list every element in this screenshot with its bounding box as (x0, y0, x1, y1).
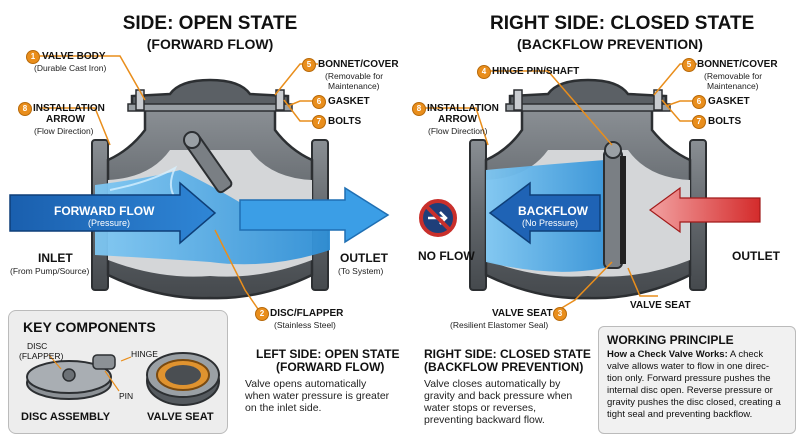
forward-flow-sub: (Pressure) (88, 218, 131, 228)
no-flow-label: NO FLOW (418, 249, 475, 263)
callout-8-right-badge: 8 (412, 102, 426, 116)
right-desc-line-3: water stops or reverses, (424, 402, 537, 414)
outlet-label-right: OUTLET (732, 249, 780, 263)
installation-arrow-right-label-2: ARROW (438, 114, 477, 125)
valve-seat-inline-label: VALVE SEAT (630, 300, 691, 311)
right-desc-title-2: (BACKFLOW PREVENTION) (424, 360, 584, 374)
right-desc-title-1: RIGHT SIDE: CLOSED STATE (424, 347, 591, 361)
working-principle-line-1-rest: A check (727, 349, 764, 360)
key-pin-label: PIN (119, 391, 134, 401)
callout-1-badge: 1 (26, 50, 40, 64)
bonnet-sub-2: Maintenance) (328, 81, 380, 91)
key-hinge-label: HINGE (131, 349, 158, 359)
bolts-right-label: BOLTS (708, 116, 742, 127)
working-principle-line-5: gravity pushes the disc closed, creating… (607, 397, 781, 408)
key-disc-label: DISC (27, 341, 48, 351)
bonnet-right-sub-2: Maintenance) (707, 81, 759, 91)
backflow-arrow (488, 181, 601, 245)
bonnet-sub-1: (Removable for (325, 71, 384, 81)
left-desc-line-1: Valve opens automatically (245, 378, 367, 390)
working-principle-title: WORKING PRINCIPLE (607, 333, 734, 347)
left-desc-line-3: on the inlet side. (245, 402, 322, 414)
inlet-label: INLET (38, 251, 73, 265)
outlet-flow-arrow (239, 186, 390, 244)
key-valve-seat-label: VALVE SEAT (147, 411, 214, 423)
installation-arrow-label-2: ARROW (46, 114, 85, 125)
working-principle-line-4: internal disc open. Reverse pressure or (607, 385, 773, 396)
left-desc-title-1: LEFT SIDE: OPEN STATE (256, 347, 400, 361)
working-principle-panel: WORKING PRINCIPLE How a Check Valve Work… (598, 326, 796, 434)
no-flow-icon (419, 199, 457, 237)
callout-7-right-badge: 7 (692, 115, 706, 129)
left-valve-body (91, 78, 330, 300)
valve-body-sub: (Durable Cast Iron) (34, 63, 107, 73)
callout-2-badge: 2 (255, 307, 269, 321)
right-desc-line-1: Valve closes automatically by (424, 378, 561, 390)
key-flapper-label: (FLAPPER) (19, 351, 64, 361)
hinge-pin-label: HINGE PIN/SHAFT (492, 66, 580, 77)
gasket-label: GASKET (328, 96, 370, 107)
callout-4-badge: 4 (477, 65, 491, 79)
bonnet-right-sub-1: (Removable for (704, 71, 763, 81)
disc-flapper-label: DISC/FLAPPER (270, 308, 344, 319)
left-desc-line-2: when water pressure is greater (245, 390, 390, 402)
callout-3-badge: 3 (553, 307, 567, 321)
backflow-label: BACKFLOW (518, 204, 588, 218)
callout-6-right-badge: 6 (692, 95, 706, 109)
valve-body-label: VALVE BODY (42, 51, 106, 62)
gasket-right-label: GASKET (708, 96, 750, 107)
reverse-pressure-arrow (648, 186, 761, 234)
valve-seat-callout-label: VALVE SEAT (492, 308, 553, 319)
key-components-title: KEY COMPONENTS (23, 319, 156, 335)
left-subtitle: (FORWARD FLOW) (146, 36, 274, 52)
right-subtitle: (BACKFLOW PREVENTION) (517, 36, 703, 52)
outlet-sub-left: (To System) (338, 266, 384, 276)
installation-arrow-right-sub: (Flow Direction) (428, 126, 488, 136)
right-desc-line-2: gravity and back pressure when (424, 390, 573, 402)
inlet-sub: (From Pump/Source) (10, 266, 90, 276)
right-title: RIGHT SIDE: CLOSED STATE (490, 13, 755, 34)
valve-seat-callout-sub: (Resilient Elastomer Seal) (450, 320, 549, 330)
callout-7-badge: 7 (312, 115, 326, 129)
key-components-art (26, 352, 220, 406)
left-title: SIDE: OPEN STATE (122, 13, 298, 34)
working-principle-line-2: valve allows water to flow in one direc- (607, 361, 770, 372)
working-principle-line-6: tight seal and preventing backflow. (607, 409, 753, 420)
callout-8-badge: 8 (18, 102, 32, 116)
working-principle-line-3: tion only. Forward pressure pushes the (607, 373, 771, 384)
key-disc-assembly-label: DISC ASSEMBLY (21, 411, 111, 423)
left-desc-title-2: (FORWARD FLOW) (276, 360, 385, 374)
bonnet-right-label: BONNET/COVER (697, 59, 778, 70)
forward-flow-arrow (9, 181, 217, 245)
callout-5-badge: 5 (302, 58, 316, 72)
forward-flow-label: FORWARD FLOW (54, 204, 155, 218)
callout-5-right-badge: 5 (682, 58, 696, 72)
callout-6-badge: 6 (312, 95, 326, 109)
installation-arrow-sub: (Flow Direction) (34, 126, 94, 136)
installation-arrow-label-1: INSTALLATION (33, 103, 105, 114)
key-components-panel: KEY COMPONENTS DISC (FLAPPER) HINGE PIN … (8, 310, 228, 434)
working-principle-lead: How a Check Valve Works: (607, 349, 728, 360)
bolts-label: BOLTS (328, 116, 362, 127)
installation-arrow-right-label-1: INSTALLATION (427, 103, 499, 114)
disc-flapper-sub: (Stainless Steel) (274, 320, 336, 330)
right-desc-line-4: preventing backward flow. (424, 414, 545, 426)
bonnet-label: BONNET/COVER (318, 59, 399, 70)
backflow-sub: (No Pressure) (522, 218, 579, 228)
working-principle-line-1: How a Check Valve Works: A check (607, 349, 763, 360)
right-valve-body (469, 78, 707, 300)
outlet-label-left: OUTLET (340, 251, 388, 265)
